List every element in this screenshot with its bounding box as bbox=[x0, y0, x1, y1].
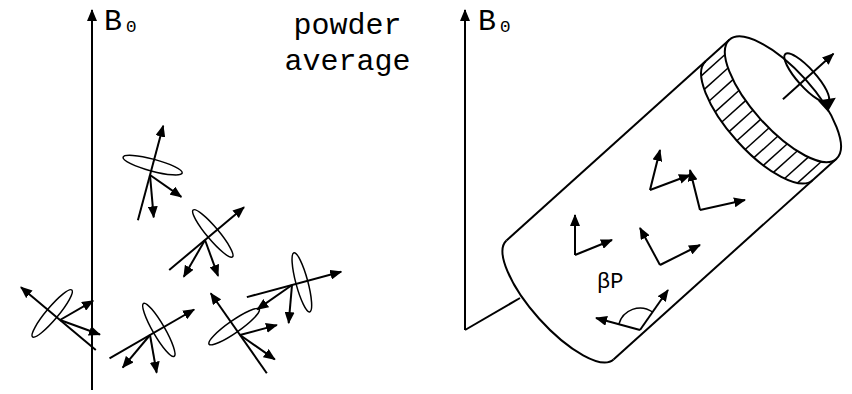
field-arrow bbox=[91, 10, 93, 390]
vector-arrow bbox=[150, 175, 154, 217]
crystallite bbox=[206, 293, 277, 373]
angle-label: βP bbox=[597, 270, 623, 296]
crystallite bbox=[21, 286, 100, 350]
crystallite bbox=[247, 251, 341, 323]
vector-arrow bbox=[640, 290, 668, 330]
rotation-loop bbox=[779, 48, 835, 108]
rotor-cap bbox=[707, 20, 852, 179]
rotor-cylinder bbox=[486, 0, 852, 378]
angle-arc bbox=[619, 308, 653, 324]
axis-line bbox=[465, 298, 520, 330]
knurl-stroke bbox=[798, 162, 822, 183]
knurl-stroke bbox=[704, 68, 728, 89]
knurl-stroke bbox=[729, 110, 753, 131]
vector-arrow bbox=[205, 240, 218, 276]
vector-arrow bbox=[60, 320, 100, 335]
vector-arrow bbox=[574, 215, 576, 255]
crystallite bbox=[110, 300, 195, 372]
knurl-stroke bbox=[763, 144, 787, 165]
field-label: B₀ bbox=[478, 4, 514, 40]
precession-loop bbox=[288, 251, 315, 313]
vector-arrow bbox=[289, 285, 292, 323]
vector-arrow bbox=[257, 285, 292, 309]
field-arrow bbox=[464, 10, 466, 330]
vector-arrow bbox=[60, 301, 93, 320]
angle-mark bbox=[596, 290, 668, 330]
precession-loop bbox=[138, 300, 179, 359]
vector-arrow bbox=[700, 200, 745, 210]
precession-loop bbox=[206, 304, 263, 349]
field-label: B₀ bbox=[104, 4, 140, 40]
vector-arrow bbox=[150, 335, 157, 373]
panel-label: powder average bbox=[240, 8, 455, 80]
vector-arrow bbox=[240, 335, 275, 359]
knurl-stroke bbox=[754, 136, 778, 157]
precession-loop bbox=[28, 286, 77, 341]
axis-arrow bbox=[211, 293, 267, 373]
rotor-edge bbox=[506, 40, 729, 241]
vector-arrow bbox=[240, 325, 277, 335]
vector-arrow bbox=[596, 318, 640, 330]
vector-arrow bbox=[184, 240, 205, 277]
vector-arrow bbox=[690, 170, 700, 210]
knurl-stroke bbox=[745, 128, 769, 149]
precession-loop bbox=[189, 206, 238, 261]
spin-vectors bbox=[575, 150, 745, 265]
precession-loop bbox=[122, 151, 184, 178]
knurl-stroke bbox=[785, 157, 809, 178]
vector-arrow bbox=[650, 150, 660, 190]
rotor-end bbox=[486, 241, 614, 379]
knurl-stroke bbox=[773, 151, 797, 172]
axis-arrow bbox=[21, 287, 96, 350]
knurl-stroke bbox=[737, 119, 761, 140]
vector-arrow bbox=[123, 335, 150, 368]
knurl-stroke bbox=[722, 101, 746, 122]
powder-crystallites bbox=[21, 126, 341, 374]
vector-arrow bbox=[640, 228, 660, 265]
vector-arrow bbox=[660, 245, 700, 265]
vector-arrow bbox=[650, 175, 690, 190]
vector-arrow bbox=[575, 240, 612, 255]
crystallite bbox=[122, 126, 184, 220]
vector-arrow bbox=[150, 175, 181, 197]
knurl-stroke bbox=[709, 80, 733, 101]
knurl-stroke bbox=[701, 55, 725, 76]
rotation-head bbox=[820, 93, 837, 110]
crystallite bbox=[169, 206, 244, 277]
knurl-stroke bbox=[715, 90, 739, 111]
axis-arrow bbox=[169, 207, 244, 270]
rotor-edge bbox=[614, 159, 837, 360]
